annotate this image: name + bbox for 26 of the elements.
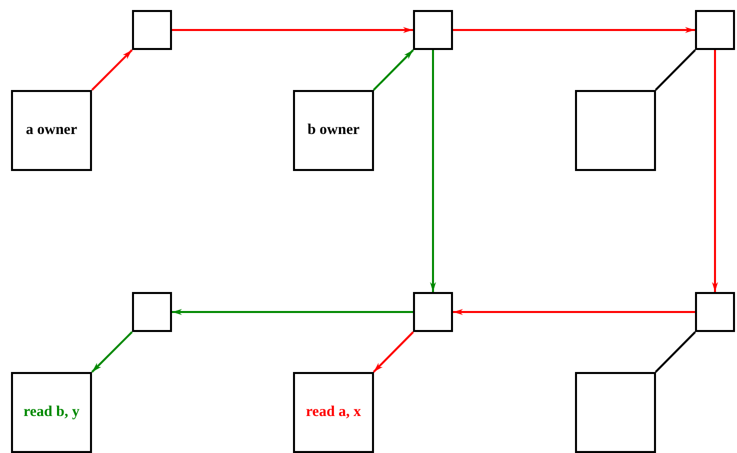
arrow (453, 309, 695, 315)
node-label: b owner (307, 122, 360, 139)
node-label: a owner (26, 122, 78, 139)
arrow (172, 27, 413, 33)
empty-box (132, 292, 172, 332)
node-label: read b, y (24, 404, 80, 421)
empty-box (413, 292, 453, 332)
arrow (91, 331, 133, 373)
node-box (293, 372, 374, 453)
empty-box (413, 10, 453, 50)
empty-box (132, 10, 172, 50)
arrow (453, 27, 695, 33)
node-label: read a, x (306, 404, 362, 421)
arrow (372, 331, 414, 373)
arrow (172, 309, 413, 315)
empty-box (695, 10, 735, 50)
node-box (11, 372, 92, 453)
arrow (372, 49, 414, 91)
empty-box (575, 90, 656, 171)
empty-box (575, 372, 656, 453)
arrow (712, 50, 718, 292)
empty-box (695, 292, 735, 332)
node-box (11, 90, 92, 171)
node-box (293, 90, 374, 171)
arrow (91, 49, 133, 91)
arrow (430, 50, 436, 292)
